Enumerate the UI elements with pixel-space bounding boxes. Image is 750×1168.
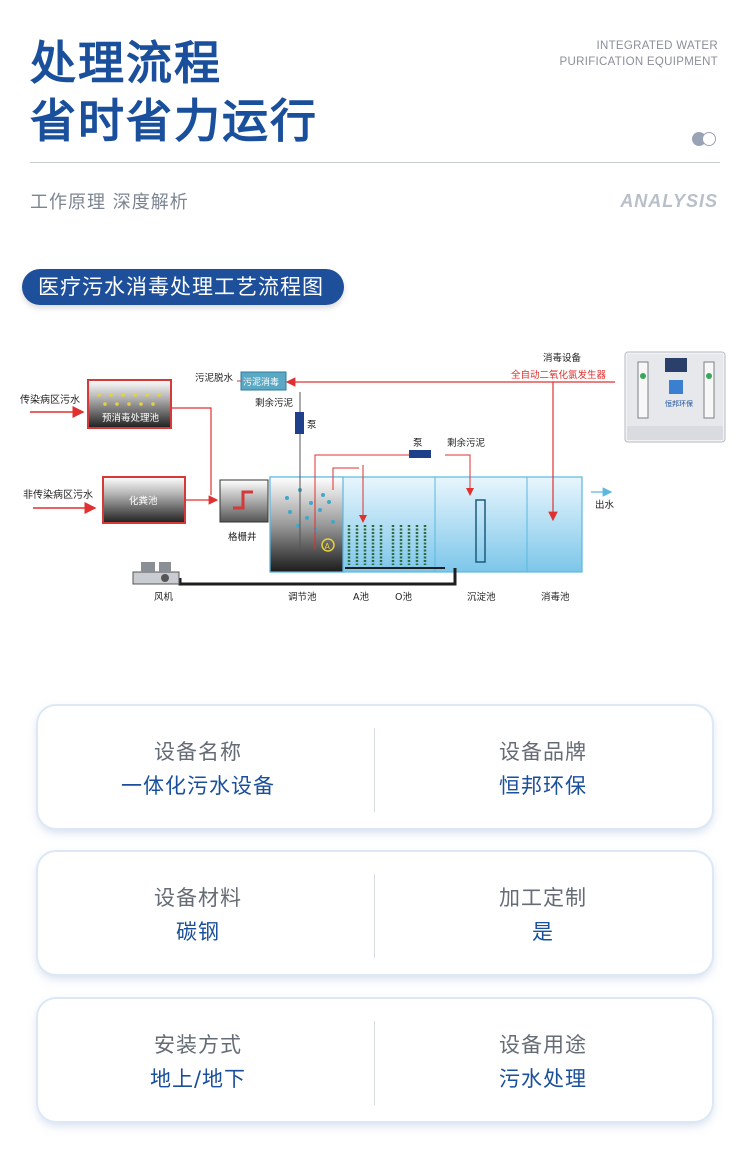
label-septic-tank: 化粪池 — [129, 495, 158, 507]
label-remaining-sludge-2: 剩余污泥 — [447, 437, 486, 449]
spec-value: 一体化污水设备 — [121, 774, 275, 798]
pump-1-icon — [295, 412, 304, 434]
process-flow-diagram: 传染病区污水 非传染病区污水 预消毒处理池 化粪池 格栅井 A — [20, 351, 726, 603]
label-pre-disinfection-tank: 预消毒处理池 — [102, 412, 160, 424]
spec-value: 是 — [532, 920, 554, 944]
spec-cell: 设备品牌 恒邦环保 — [388, 706, 698, 828]
spec-card: 安装方式 地上/地下 设备用途 污水处理 — [38, 999, 712, 1121]
spec-cell: 设备用途 污水处理 — [388, 999, 698, 1121]
spec-value: 地上/地下 — [149, 1067, 247, 1091]
section-subtitle: 工作原理 深度解析 — [30, 192, 189, 213]
aerator-icon — [321, 538, 335, 552]
hollow-dot-icon — [702, 132, 716, 146]
diagram-title-pill: 医疗污水消毒处理工艺流程图 — [22, 269, 344, 305]
spec-value: 恒邦环保 — [499, 774, 587, 798]
spec-divider — [374, 1021, 375, 1105]
spec-divider — [374, 874, 375, 958]
header-divider — [30, 162, 720, 163]
spec-label: 设备用途 — [499, 1033, 587, 1057]
label-disinfection-equipment: 消毒设备 — [543, 352, 582, 364]
septic-tank — [102, 476, 186, 524]
brand-english-text: INTEGRATED WATER PURIFICATION EQUIPMENT — [560, 38, 718, 70]
bio-media-columns — [347, 525, 427, 565]
label-screen-well: 格栅井 — [228, 531, 257, 543]
analysis-label: ANALYSIS — [620, 191, 718, 211]
pre-disinfection-bubbles — [97, 393, 161, 406]
page-title-line-1: 处理流程 — [30, 36, 222, 90]
decor-dots-icon — [692, 132, 720, 146]
spec-label: 设备材料 — [154, 886, 242, 910]
return-flow — [332, 467, 359, 490]
label-pump-2: 泵 — [413, 438, 423, 449]
chlorine-dioxide-generator-device — [624, 351, 726, 443]
label-infectious-sewage: 传染病区污水 — [20, 393, 80, 406]
spec-cell: 安装方式 地上/地下 — [43, 999, 353, 1121]
label-regulating-tank: 调节池 — [288, 591, 317, 603]
pump-2-icon — [409, 450, 431, 458]
screen-well-grille — [233, 490, 253, 510]
pipe-pre-to-main — [171, 407, 212, 495]
spec-cell: 设备材料 碳钢 — [43, 852, 353, 974]
brand-english-line-1: INTEGRATED WATER — [596, 40, 718, 52]
label-effluent: 出水 — [595, 499, 615, 511]
label-non-infectious-sewage: 非传染病区污水 — [23, 488, 93, 501]
label-tank-a: A池 — [353, 591, 369, 603]
spec-value: 污水处理 — [499, 1067, 587, 1091]
label-sedimentation-tank: 沉淀池 — [467, 591, 496, 603]
aerator-mark: A — [325, 542, 331, 551]
label-tank-o: O池 — [395, 591, 412, 603]
regulating-tank — [269, 476, 344, 573]
screen-well — [219, 479, 269, 523]
spec-label: 设备名称 — [154, 740, 242, 764]
spec-label: 安装方式 — [154, 1033, 242, 1057]
spec-divider — [374, 728, 375, 812]
sedimentation-tube — [475, 499, 486, 563]
brand-english-line-2: PURIFICATION EQUIPMENT — [559, 56, 718, 68]
label-chlorine-dioxide-generator: 全自动二氧化氯发生器 — [511, 369, 607, 381]
label-sludge-disinfection: 污泥消毒 — [243, 376, 279, 388]
label-remaining-sludge-1: 剩余污泥 — [255, 397, 294, 409]
page-title-line-2: 省时省力运行 — [30, 94, 318, 148]
internal-flow-3 — [445, 454, 474, 496]
spec-label: 设备品牌 — [499, 740, 587, 764]
label-sludge-dewatering: 污泥脱水 — [195, 372, 234, 384]
regulating-bubbles — [285, 488, 335, 532]
label-blower: 风机 — [154, 591, 174, 603]
spec-cell: 加工定制 是 — [388, 852, 698, 974]
spec-cell: 设备名称 一体化污水设备 — [43, 706, 353, 828]
internal-flow-1 — [314, 454, 423, 550]
device-brand-text: 恒邦环保 — [665, 399, 693, 408]
label-pump-1: 泵 — [307, 420, 317, 431]
blower-icon — [132, 562, 180, 585]
air-pipe — [178, 568, 457, 586]
spec-card: 设备材料 碳钢 加工定制 是 — [38, 852, 712, 974]
spec-value: 碳钢 — [176, 920, 220, 944]
spec-label: 加工定制 — [499, 886, 587, 910]
label-disinfection-tank: 消毒池 — [541, 591, 570, 603]
spec-card: 设备名称 一体化污水设备 设备品牌 恒邦环保 — [38, 706, 712, 828]
